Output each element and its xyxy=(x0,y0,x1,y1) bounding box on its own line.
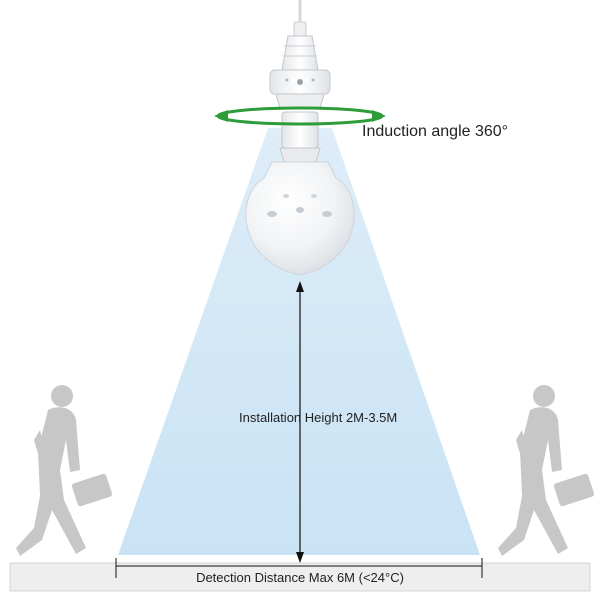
floor xyxy=(9,562,591,592)
installation-height-label: Installation Height 2M-3.5M xyxy=(239,410,398,425)
lamp-holder xyxy=(269,21,331,163)
walking-person-left xyxy=(16,385,113,556)
height-arrow xyxy=(296,281,304,563)
ring-arrow-right xyxy=(372,110,386,122)
detection-distance-line xyxy=(115,558,483,578)
ring-arrow-left xyxy=(214,110,228,122)
walking-person-right xyxy=(498,385,595,556)
led-bulb xyxy=(245,161,355,276)
induction-angle-label: Induction angle 360° xyxy=(362,123,509,140)
detection-beam xyxy=(118,128,480,555)
detection-distance-label: Detection Distance Max 6M (<24°C) xyxy=(196,570,404,585)
rotation-ring xyxy=(214,106,386,126)
